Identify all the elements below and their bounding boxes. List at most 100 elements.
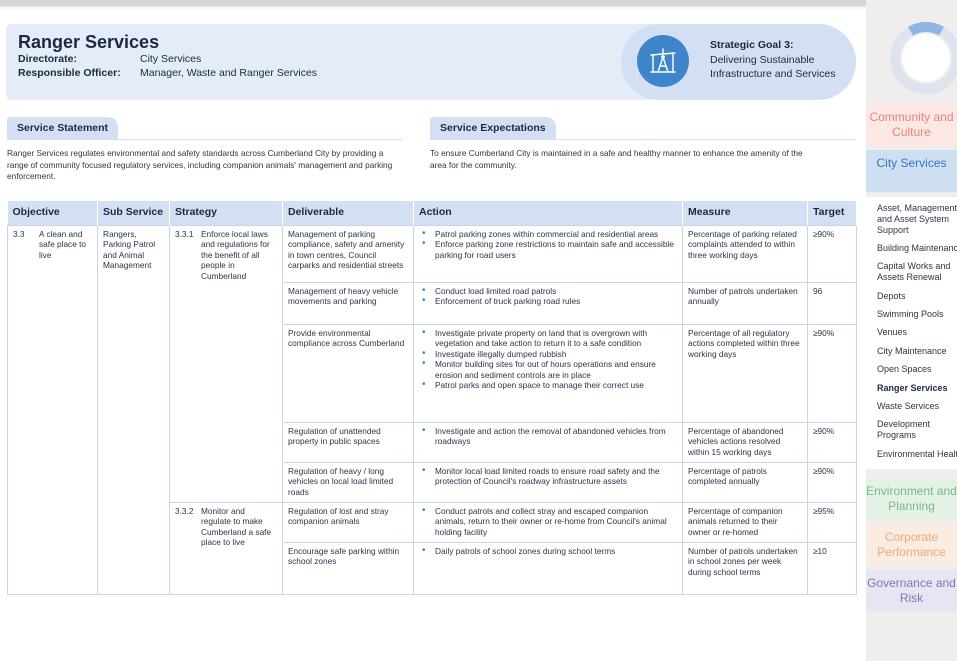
service-statement-text: Ranger Services regulates environmental … xyxy=(7,148,393,181)
directorate-row: Directorate: City Services xyxy=(18,53,201,65)
sidebar-section-label: Community and Culture xyxy=(869,110,954,139)
top-nav-shadow xyxy=(0,6,957,10)
sidebar-item[interactable]: Environmental Health xyxy=(877,449,957,459)
sidebar-item[interactable]: Development Programs xyxy=(877,419,947,441)
deliverable-cell: Regulation of unattended property in pub… xyxy=(282,421,414,463)
column-header: Objective xyxy=(7,201,98,225)
action-item: Monitor local load limited roads to ensu… xyxy=(419,466,677,487)
action-cell: Conduct patrols and collect stray and es… xyxy=(413,501,683,543)
table-row: Encourage safe parking within school zon… xyxy=(8,541,857,595)
service-statement-tag: Service Statement xyxy=(7,117,119,139)
sidebar-item[interactable]: Depots xyxy=(877,291,906,301)
sidebar-item[interactable]: Open Spaces xyxy=(877,364,932,374)
column-header: Strategy xyxy=(169,201,283,225)
target-cell: ≥10 xyxy=(807,541,857,595)
measure-cell: Percentage of all regulatory actions com… xyxy=(682,323,808,423)
action-cell: Investigate and action the removal of ab… xyxy=(413,421,683,463)
action-item: Monitor building sites for out of hours … xyxy=(419,359,677,380)
measure-cell: Number of patrols undertaken in school z… xyxy=(682,541,808,595)
action-item: Investigate private property on land tha… xyxy=(419,328,677,349)
strategy-number: 3.3.1 xyxy=(175,228,194,239)
sidebar-item-label: Asset, Management and Asset System Suppo… xyxy=(877,203,957,235)
deliverable-cell: Regulation of lost and stray companion a… xyxy=(282,501,414,543)
service-expectations-tag: Service Expectations xyxy=(430,117,556,139)
objective-text: A clean and safe place to live xyxy=(39,228,87,260)
progress-ring-icon xyxy=(890,22,957,94)
action-cell: Daily patrols of school zones during sch… xyxy=(413,541,683,595)
goal-text: Delivering Sustainable Infrastructure an… xyxy=(710,54,836,80)
sidebar-item[interactable]: City Maintenance xyxy=(877,346,947,356)
strategy-text: Monitor and regulate to make Cumberland … xyxy=(201,505,272,548)
goal-title: Strategic Goal 3: xyxy=(710,39,794,51)
table-row: 3.3.2 Monitor and regulate to make Cumber… xyxy=(8,501,857,595)
sidebar-section-environment[interactable]: Environment and Planning xyxy=(866,478,957,520)
sidebar-section-community[interactable]: Community and Culture xyxy=(866,104,957,146)
officer-label: Responsible Officer: xyxy=(18,67,121,79)
officer-value: Manager, Waste and Ranger Services xyxy=(140,67,318,79)
target-cell: ≥90% xyxy=(807,461,857,503)
objective-number: 3.3 xyxy=(13,228,25,239)
action-item: Enforce parking zone restrictions to mai… xyxy=(419,239,677,260)
column-header: Measure xyxy=(682,201,808,225)
measure-cell: Percentage of parking related complaints… xyxy=(682,224,808,283)
statement-divider xyxy=(7,139,403,140)
expectations-divider xyxy=(430,139,856,140)
deliverable-cell: Management of heavy vehicle movements an… xyxy=(282,281,414,325)
action-item: Patrol parks and open space to manage th… xyxy=(419,380,677,391)
table-row: Regulation of heavy / long vehicles on l… xyxy=(8,461,857,503)
sidebar-item[interactable]: Venues xyxy=(877,327,908,337)
action-cell: Conduct load limited road patrols Enforc… xyxy=(413,281,683,325)
service-table: Objective Sub Service Strategy Deliverab… xyxy=(7,201,857,595)
action-cell: Monitor local load limited roads to ensu… xyxy=(413,461,683,503)
target-cell: ≥90% xyxy=(807,224,857,283)
target-cell: ≥90% xyxy=(807,323,857,423)
column-header: Deliverable xyxy=(282,201,414,225)
page-title: Ranger Services xyxy=(18,32,160,52)
action-item: Patrol parking zones within commercial a… xyxy=(419,229,677,240)
deliverable-cell: Encourage safe parking within school zon… xyxy=(282,541,414,595)
directorate-value: City Services xyxy=(140,53,202,65)
sidebar-item[interactable]: Waste Services xyxy=(877,401,940,411)
sidebar-section-governance[interactable]: Governance and Risk xyxy=(866,570,957,612)
sidebar-item[interactable]: Swimming Pools xyxy=(877,309,944,319)
service-expectations-text: To ensure Cumberland City is maintained … xyxy=(430,148,803,170)
table-row: Provide environmental compliance across … xyxy=(8,323,857,423)
table-header-row: Objective Sub Service Strategy Deliverab… xyxy=(7,201,857,225)
table-row: 3.3 A clean and safe place to live Ranger… xyxy=(7,224,857,595)
action-item: Enforcement of truck parking road rules xyxy=(419,296,677,307)
directorate-label: Directorate: xyxy=(18,53,77,65)
sidebar-section-label: Environment and Planning xyxy=(866,484,957,513)
top-nav-strip xyxy=(0,0,957,6)
sub-service-cell: Rangers, Parking Patrol and Animal Manag… xyxy=(97,224,170,595)
deliverable-cell: Management of parking compliance, safety… xyxy=(282,224,414,283)
measure-cell: Percentage of patrols completed annually xyxy=(682,461,808,503)
column-header: Action xyxy=(413,201,683,225)
sidebar-section-city-services[interactable]: City Services xyxy=(866,150,957,192)
action-item: Conduct load limited road patrols xyxy=(419,286,677,297)
sidebar-item-active[interactable]: Ranger Services xyxy=(877,383,948,393)
deliverable-cell: Regulation of heavy / long vehicles on l… xyxy=(282,461,414,503)
measure-cell: Percentage of companion animals returned… xyxy=(682,501,808,543)
objective-cell: 3.3 A clean and safe place to live xyxy=(7,224,98,595)
target-cell: ≥95% xyxy=(807,501,857,543)
sidebar-section-corporate[interactable]: Corporate Performance xyxy=(866,524,957,566)
sidebar-item[interactable]: Building Maintenance xyxy=(877,243,957,253)
action-cell: Investigate private property on land tha… xyxy=(413,323,683,423)
officer-row: Responsible Officer: Manager, Waste and R… xyxy=(18,67,317,79)
column-header: Target xyxy=(807,201,857,225)
strategy-cell: 3.3.2 Monitor and regulate to make Cumber… xyxy=(169,501,283,595)
measure-cell: Percentage of abandoned vehicles actions… xyxy=(682,421,808,463)
column-header: Sub Service xyxy=(97,201,170,225)
action-item: Conduct patrols and collect stray and es… xyxy=(419,506,677,538)
strategy-number: 3.3.2 xyxy=(175,505,194,516)
deliverable-cell: Provide environmental compliance across … xyxy=(282,323,414,423)
sidebar-subsection-list: Asset, Management and Asset System Suppo… xyxy=(866,197,957,469)
action-item: Daily patrols of school zones during sch… xyxy=(419,546,677,557)
sidebar-section-label: Governance and Risk xyxy=(867,576,956,605)
sidebar-item[interactable]: Capital Works and Assets Renewal xyxy=(877,261,957,283)
sidebar-item[interactable]: Asset, Management and Asset System Suppo… xyxy=(877,203,957,236)
sidebar-section-label: City Services xyxy=(876,156,947,170)
target-cell: ≥90% xyxy=(807,421,857,463)
action-item: Investigate illegally dumped rubbish xyxy=(419,349,677,360)
